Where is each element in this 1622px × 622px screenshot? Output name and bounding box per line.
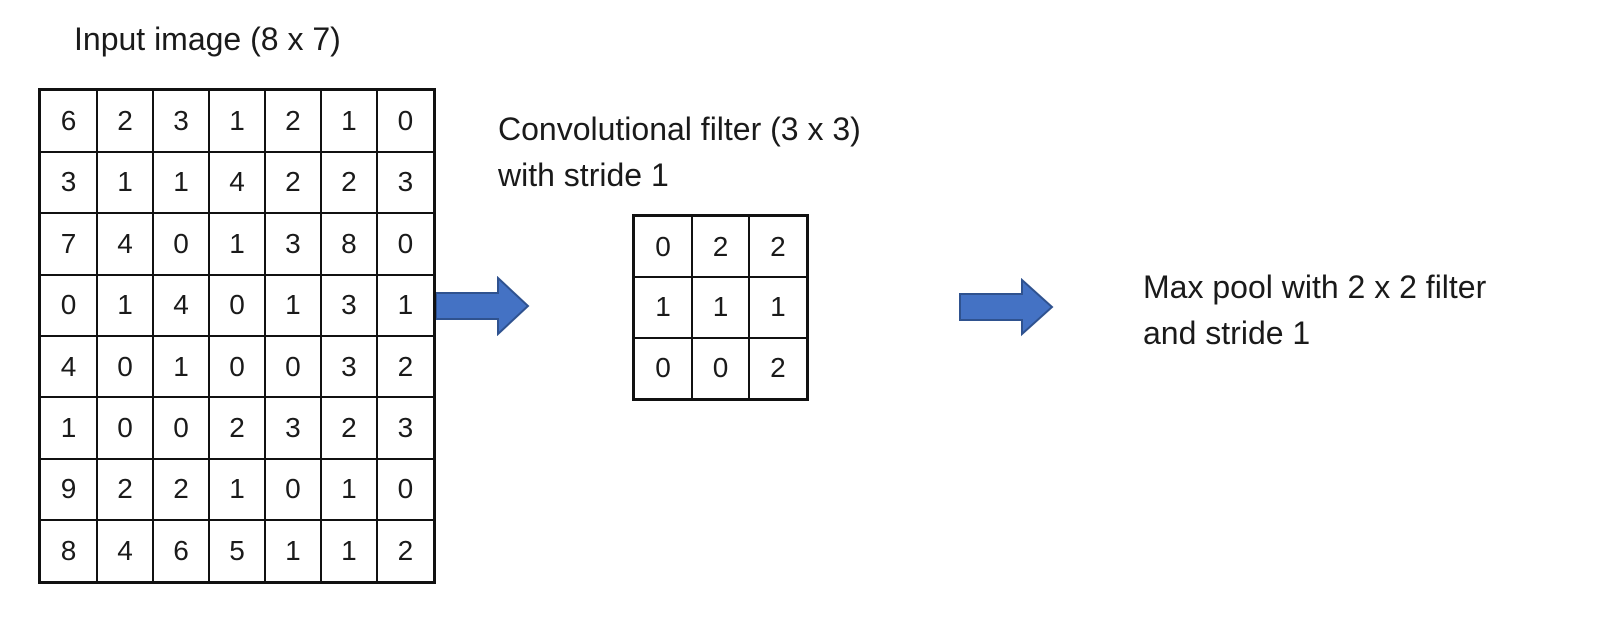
grid-cell: 1 — [319, 519, 378, 584]
grid-cell: 8 — [319, 212, 378, 276]
arrow-shape — [436, 276, 530, 336]
grid-cell: 0 — [632, 214, 694, 279]
grid-cell: 1 — [38, 396, 99, 460]
right-arrow-icon — [959, 278, 1054, 337]
grid-cell: 1 — [208, 212, 266, 276]
grid-cell: 2 — [375, 334, 436, 399]
conv-filter-title-line2: with stride 1 — [498, 157, 669, 193]
grid-cell: 3 — [38, 150, 99, 215]
grid-cell: 0 — [632, 336, 694, 401]
grid-cell: 0 — [263, 334, 322, 399]
grid-cell: 3 — [263, 396, 322, 460]
grid-cell: 1 — [319, 88, 378, 153]
grid-cell: 3 — [263, 212, 322, 276]
grid-cell: 1 — [208, 457, 266, 522]
input-image-title: Input image (8 x 7) — [74, 21, 341, 57]
grid-cell: 4 — [96, 212, 155, 276]
grid-cell: 1 — [375, 273, 436, 337]
grid-cell: 2 — [96, 88, 155, 153]
grid-cell: 0 — [208, 273, 266, 337]
grid-cell: 8 — [38, 519, 99, 584]
max-pool-label: Max pool with 2 x 2 filter and stride 1 — [1143, 264, 1486, 356]
grid-cell: 1 — [96, 150, 155, 215]
grid-cell: 2 — [747, 336, 809, 401]
grid-cell: 0 — [375, 457, 436, 522]
grid-cell: 4 — [152, 273, 210, 337]
max-pool-label-line2: and stride 1 — [1143, 315, 1311, 351]
grid-cell: 0 — [691, 336, 750, 401]
grid-cell: 6 — [38, 88, 99, 153]
grid-cell: 2 — [263, 150, 322, 215]
grid-cell: 2 — [319, 150, 378, 215]
grid-cell: 0 — [96, 334, 155, 399]
right-arrow-icon — [436, 276, 530, 336]
arrow-shape — [959, 278, 1054, 337]
grid-cell: 5 — [208, 519, 266, 584]
grid-cell: 1 — [152, 334, 210, 399]
grid-cell: 0 — [375, 212, 436, 276]
max-pool-label-line1: Max pool with 2 x 2 filter — [1143, 269, 1487, 305]
grid-cell: 6 — [152, 519, 210, 584]
grid-cell: 2 — [152, 457, 210, 522]
grid-cell: 2 — [263, 88, 322, 153]
grid-cell: 0 — [263, 457, 322, 522]
grid-cell: 7 — [38, 212, 99, 276]
grid-cell: 2 — [375, 519, 436, 584]
conv-filter-title-line1: Convolutional filter (3 x 3) — [498, 111, 861, 147]
grid-cell: 0 — [96, 396, 155, 460]
grid-cell: 1 — [96, 273, 155, 337]
grid-cell: 3 — [319, 273, 378, 337]
grid-cell: 1 — [152, 150, 210, 215]
grid-cell: 3 — [152, 88, 210, 153]
grid-cell: 3 — [375, 150, 436, 215]
grid-cell: 3 — [375, 396, 436, 460]
grid-cell: 0 — [208, 334, 266, 399]
grid-cell: 1 — [263, 273, 322, 337]
grid-cell: 1 — [208, 88, 266, 153]
grid-cell: 0 — [152, 396, 210, 460]
grid-cell: 2 — [96, 457, 155, 522]
grid-cell: 2 — [319, 396, 378, 460]
grid-cell: 4 — [208, 150, 266, 215]
grid-cell: 1 — [263, 519, 322, 584]
grid-cell: 4 — [38, 334, 99, 399]
grid-cell: 2 — [747, 214, 809, 279]
grid-cell: 0 — [375, 88, 436, 153]
grid-cell: 1 — [747, 276, 809, 339]
grid-cell: 1 — [691, 276, 750, 339]
grid-cell: 3 — [319, 334, 378, 399]
grid-cell: 9 — [38, 457, 99, 522]
grid-cell: 2 — [208, 396, 266, 460]
grid-cell: 4 — [96, 519, 155, 584]
grid-cell: 2 — [691, 214, 750, 279]
conv-filter-title: Convolutional filter (3 x 3) with stride… — [498, 106, 861, 198]
grid-cell: 0 — [38, 273, 99, 337]
grid-cell: 0 — [152, 212, 210, 276]
grid-cell: 1 — [632, 276, 694, 339]
grid-cell: 1 — [319, 457, 378, 522]
